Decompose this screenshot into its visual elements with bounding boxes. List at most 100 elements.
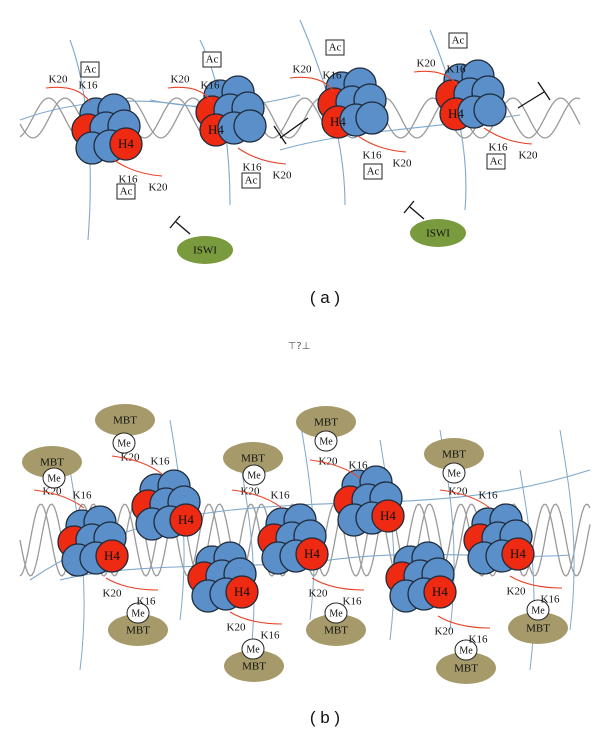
histone-tail xyxy=(231,489,283,509)
residue-k20-label: K20 xyxy=(507,586,526,598)
nucleosome-b2: H4 xyxy=(131,469,203,541)
methyl-mark-circle xyxy=(242,464,266,486)
inhibition-bar xyxy=(273,125,287,145)
mbt-label: MBT xyxy=(242,661,266,673)
methyl-mark-label: Me xyxy=(319,436,333,447)
histone-h4-sphere xyxy=(295,537,329,571)
inhibition-line xyxy=(517,91,545,109)
methyl-mark-label: Me xyxy=(459,645,473,656)
nucleosome-b6: H4 xyxy=(385,541,457,613)
methyl-mark-circle xyxy=(42,467,66,489)
residue-k16-label: K16 xyxy=(119,174,138,186)
h4-label: H4 xyxy=(448,106,464,121)
methyl-mark-circle xyxy=(324,602,348,624)
mbt-label: MBT xyxy=(241,453,265,465)
mbt-reader xyxy=(296,406,356,438)
methyl-mark-circle xyxy=(126,602,150,624)
histone-tail xyxy=(309,459,361,479)
h4-label: H4 xyxy=(330,114,346,129)
mbt-label: MBT xyxy=(314,417,338,429)
methyl-mark-label: Me xyxy=(247,470,261,481)
histone-tail xyxy=(509,575,563,589)
histone-sphere xyxy=(233,109,267,143)
histone-tail xyxy=(311,577,365,591)
residue-k16-label: K16 xyxy=(541,594,560,606)
residue-k20-label: K20 xyxy=(171,74,190,86)
linker-dna xyxy=(239,459,255,661)
residue-k16-label: K16 xyxy=(349,460,368,472)
histone-h4-sphere xyxy=(423,575,457,609)
panel-b-caption: ( b ) xyxy=(309,708,341,727)
methyl-mark-label: Me xyxy=(117,438,131,449)
h4-label: H4 xyxy=(304,546,320,561)
transition-mark: ⊤?⊥ xyxy=(287,341,311,352)
methyl-mark-circle xyxy=(314,430,338,452)
inhibition-line xyxy=(279,117,309,139)
histone-tail xyxy=(105,577,159,591)
residue-k16-label: K16 xyxy=(151,456,170,468)
methyl-mark-circle xyxy=(241,638,265,660)
histone-tail xyxy=(111,455,163,475)
histone-h4-sphere xyxy=(95,539,129,573)
residue-k16-label: K16 xyxy=(479,490,498,502)
histone-sphere xyxy=(355,101,389,135)
histone-tail xyxy=(437,615,491,629)
inhibition-bar xyxy=(537,81,551,101)
histone-tail xyxy=(167,86,213,103)
mbt-reader xyxy=(436,652,496,684)
mbt-label: MBT xyxy=(126,625,150,637)
histone-tail xyxy=(289,76,335,93)
residue-k20-label: K20 xyxy=(435,626,454,638)
iswi-remodeler xyxy=(177,236,233,264)
h4-label: H4 xyxy=(510,546,526,561)
acetyl-mark-box xyxy=(241,172,261,189)
iswi-remodeler xyxy=(410,219,466,247)
histone-tail xyxy=(357,135,407,153)
residue-k16-label: K16 xyxy=(79,80,98,92)
acetyl-mark-label: Ac xyxy=(367,166,380,178)
mbt-label: MBT xyxy=(113,415,137,427)
acetyl-mark-box xyxy=(486,153,506,170)
residue-k16-label: K16 xyxy=(323,70,342,82)
mbt-label: MBT xyxy=(526,623,550,635)
methyl-mark-label: Me xyxy=(131,608,145,619)
acetyl-mark-box xyxy=(116,183,136,200)
mbt-reader xyxy=(508,612,568,644)
acetyl-mark-label: Ac xyxy=(84,64,97,76)
h4-label: H4 xyxy=(178,512,194,527)
methyl-mark-circle xyxy=(112,432,136,454)
residue-k16-label: K16 xyxy=(261,630,280,642)
acetyl-mark-label: Ac xyxy=(120,186,133,198)
residue-k20-label: K20 xyxy=(393,158,412,170)
residue-k16-label: K16 xyxy=(271,490,290,502)
residue-k20-label: K20 xyxy=(273,170,292,182)
residue-k20-label: K20 xyxy=(49,74,68,86)
acetyl-mark-box xyxy=(448,32,468,49)
acetyl-mark-label: Ac xyxy=(490,156,503,168)
iswi-inhibition-bar xyxy=(403,200,415,214)
methyl-mark-label: Me xyxy=(246,644,260,655)
residue-k16-label: K16 xyxy=(343,596,362,608)
acetyl-mark-box xyxy=(80,61,100,78)
methyl-mark-circle xyxy=(442,462,466,484)
mbt-label: MBT xyxy=(324,625,348,637)
mbt-reader xyxy=(424,438,484,470)
nucleosome-a4: H4 xyxy=(435,59,507,131)
histone-tail xyxy=(229,611,283,625)
residue-k16-label: K16 xyxy=(243,162,262,174)
nucleosome-a1: H4 xyxy=(71,93,143,165)
acetyl-mark-label: Ac xyxy=(245,175,258,187)
acetyl-mark-label: Ac xyxy=(452,35,465,47)
residue-k20-label: K20 xyxy=(309,588,328,600)
residue-k20-label: K20 xyxy=(417,58,436,70)
linker-dna xyxy=(559,429,575,631)
acetyl-mark-label: Ac xyxy=(206,54,219,66)
panel-a-caption: ( a ) xyxy=(309,288,341,307)
acetyl-mark-box xyxy=(325,39,345,56)
methyl-mark-label: Me xyxy=(329,608,343,619)
mbt-reader xyxy=(223,442,283,474)
h4-label: H4 xyxy=(234,584,250,599)
histone-tail xyxy=(237,147,287,165)
nucleosome-b4: H4 xyxy=(257,503,329,575)
